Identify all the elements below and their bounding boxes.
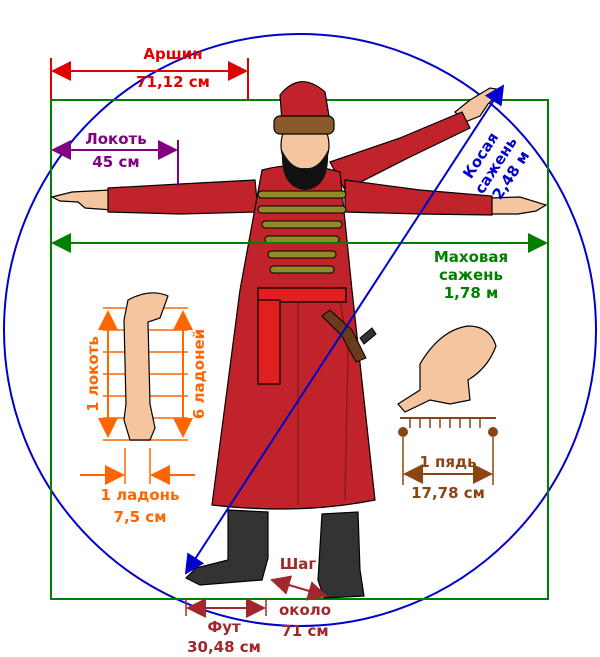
left-boot	[184, 509, 269, 586]
forearm	[123, 292, 169, 441]
arshin-measure: Аршин 71,12 см	[50, 45, 249, 100]
pyad-inset: 1 пядь 17,78 см	[397, 325, 498, 502]
makhovaya-value: 1,78 м	[444, 284, 499, 302]
left-hand	[50, 189, 113, 211]
one-pyad-label: 1 пядь	[419, 453, 476, 471]
right-lower-sleeve	[344, 179, 493, 216]
fut-measure: Фут 30,48 см	[185, 598, 267, 656]
shag-measure: Шаг около 71 см	[270, 555, 331, 640]
hat-fur	[273, 115, 335, 135]
forearm-inset: 1 локоть 6 ладоней 1 ладонь 7,5 см	[80, 292, 208, 526]
makhovaya-label-1: Маховая	[434, 248, 508, 266]
shag-label: Шаг	[280, 555, 317, 573]
one-ladon-label: 1 ладонь	[100, 486, 179, 504]
ladon-value: 7,5 см	[114, 508, 167, 526]
arshin-label: Аршин	[143, 45, 202, 63]
outer-circle	[3, 33, 597, 627]
right-raised-sleeve	[329, 111, 471, 191]
lokot-value: 45 см	[92, 153, 139, 171]
makhovaya-label-2: сажень	[439, 266, 503, 284]
lokot-measure: Локоть 45 см	[51, 130, 179, 186]
pyad-hand	[397, 325, 497, 413]
one-lokot-label: 1 локоть	[84, 336, 102, 412]
fut-value: 30,48 см	[187, 638, 261, 656]
lokot-label: Локоть	[85, 130, 146, 148]
right-boot	[317, 511, 365, 599]
pyad-value: 17,78 см	[411, 484, 485, 502]
fut-label: Фут	[207, 618, 241, 636]
six-ladoney-label: 6 ладоней	[190, 329, 208, 419]
arshin-value: 71,12 см	[136, 73, 210, 91]
okolo-label: около	[279, 601, 331, 619]
left-sleeve	[107, 179, 259, 215]
shag-value: 71 см	[281, 622, 328, 640]
